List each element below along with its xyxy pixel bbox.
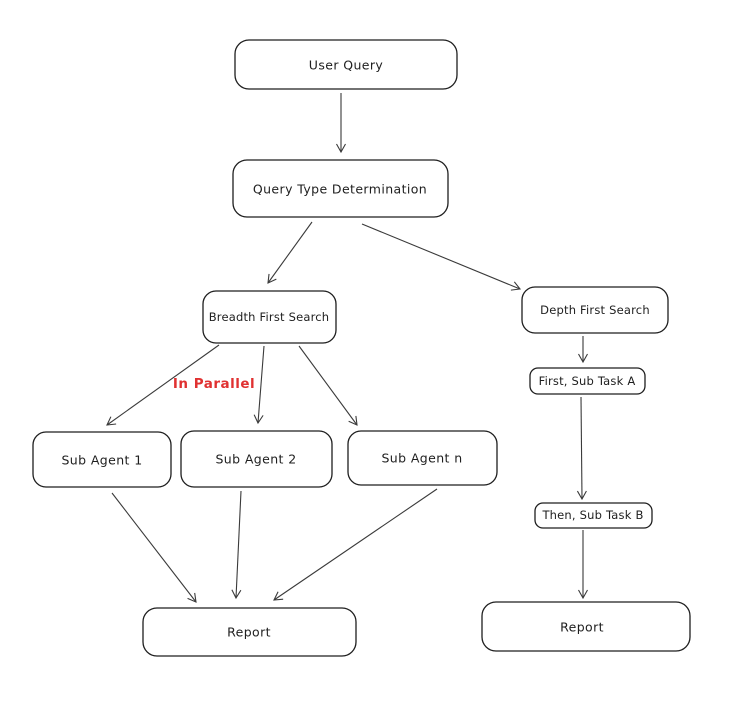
node-label: First, Sub Task A	[539, 374, 636, 388]
edge-bfs-subagent1	[106, 344, 220, 426]
node-query-type-determination: Query Type Determination	[232, 159, 449, 218]
edge-subagent2-report	[231, 490, 242, 600]
node-user-query: User Query	[234, 39, 458, 90]
node-label: Query Type Determination	[253, 182, 427, 197]
node-label: Breadth First Search	[209, 310, 330, 324]
node-report-bfs: Report	[142, 607, 357, 657]
node-sub-agent-1: Sub Agent 1	[32, 431, 172, 488]
node-label: Report	[560, 620, 604, 635]
node-label: Depth First Search	[540, 303, 650, 317]
edge-bfs-subagentn	[298, 345, 358, 426]
node-first-sub-task-a: First, Sub Task A	[529, 367, 646, 395]
edge-subagentn-report	[273, 488, 438, 601]
node-label: Sub Agent 1	[61, 453, 142, 468]
in-parallel-label: In Parallel	[173, 376, 255, 392]
node-depth-first-search: Depth First Search	[521, 286, 669, 334]
node-sub-agent-2: Sub Agent 2	[180, 430, 333, 488]
edge-querytype-bfs	[267, 221, 313, 284]
node-label: User Query	[309, 58, 384, 73]
node-label: Then, Sub Task B	[541, 508, 643, 522]
edge-bfs-subagent2	[253, 345, 265, 425]
edge-subagent1-report	[111, 492, 197, 603]
node-breadth-first-search: Breadth First Search	[202, 290, 337, 344]
node-label: Sub Agent 2	[215, 452, 296, 467]
node-sub-agent-n: Sub Agent n	[347, 430, 498, 486]
edge-querytype-dfs	[361, 223, 522, 291]
node-then-sub-task-b: Then, Sub Task B	[534, 502, 653, 529]
node-report-dfs: Report	[481, 601, 691, 652]
node-label: Report	[227, 625, 271, 640]
edge-subtaska-subtaskb	[576, 396, 587, 501]
edges	[106, 93, 588, 603]
node-label: Sub Agent n	[381, 451, 462, 466]
